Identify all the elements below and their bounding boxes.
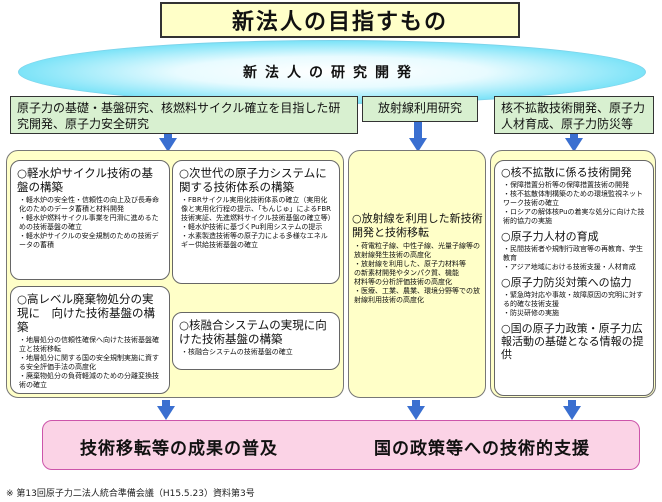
bullet-list: ・軽水炉の安全性・信頼性の向上及び長寿命化のためのデータ蓄積と材料開発 ・軽水炉…: [17, 196, 163, 250]
box-hlw-disposal: ○高レベル廃棄物処分の実現に 向けた技術基盤の構築 ・地層処分の信頼性確保へ向け…: [10, 286, 170, 394]
bullet-item: ・軽水炉技術に基づくPu利用システムの提示: [181, 223, 323, 231]
nonproliferation-content: ○核不拡散に係る技術開発 ・保障措置分析等の保障措置技術の開発 ・核不拡散体制構…: [494, 160, 654, 396]
outcome-dissemination: 技術移転等の成果の普及: [80, 439, 278, 459]
arrow-down-4: [157, 406, 175, 420]
category-basic-research: 原子力の基礎・基盤研究、核燃料サイクル確立を目指した研究開発、原子力安全研究: [10, 96, 358, 134]
bullet-list: ・保障措置分析等の保障措置技術の開発 ・核不拡散体制構築のための環境監視ネットワ…: [501, 181, 647, 226]
box-title: ○軽水炉サイクル技術の基盤の構築: [17, 166, 153, 194]
box-title: ○高レベル廃棄物処分の実現に 向けた技術基盤の構築: [17, 292, 155, 334]
bullet-item: ・地層処分に関する国の安全規制実施に資する安全評価手法の高度化: [19, 354, 159, 371]
box-title: ○次世代の原子力システムに関する技術体系の構築: [179, 166, 327, 194]
section-policy-info: ○国の原子力政策・原子力広報活動の基礎となる情報の提供: [501, 322, 647, 361]
bullet-list: ・FBRサイクル実用化技術体系の確立（実用化像と実用化行程の提示、「もんじゅ」に…: [179, 196, 335, 250]
arrow-down-5: [407, 406, 425, 420]
box-next-gen-system: ○次世代の原子力システムに関する技術体系の構築 ・FBRサイクル実用化技術体系の…: [172, 160, 340, 284]
bullet-item: ・荷電粒子線、中性子線、光量子線等の放射線発生技術の高度化: [354, 242, 480, 259]
box-title: ○核融合システムの実現に向けた技術基盤の構築: [179, 318, 327, 346]
radiation-content: ○放射線を利用した新技術開発と技術移転 ・荷電粒子線、中性子線、光量子線等の放射…: [352, 212, 484, 382]
bullet-item: ・軽水炉サイクルの安全規制のための技術データの蓄積: [19, 232, 159, 249]
bullet-list: ・荷電粒子線、中性子線、光量子線等の放射線発生技術の高度化 ・放射線を利用した、…: [352, 242, 484, 305]
bullet-item: 材料等の分析評価技術の高度化: [354, 278, 452, 286]
bullet-item: ・医療、工業、農業、環境分野等での放射線利用技術の高度化: [354, 287, 480, 304]
research-ellipse: [18, 40, 646, 104]
bullet-item: ・緊急時対応や事故・故障原因の究明に対する的確な技術支援: [503, 291, 643, 308]
bullet-item: ・廃棄物処分の負荷軽減のための分離変換技術の確立: [19, 372, 159, 389]
bullet-item: ・地層処分の信頼性確保へ向けた技術基盤確立と技術移転: [19, 336, 159, 353]
bullet-list: ・緊急時対応や事故・故障原因の究明に対する的確な技術支援 ・防災研修の実施: [501, 291, 647, 318]
bullet-item: ・民間技術者や規制行政官等の再教育、学生教育: [503, 245, 643, 262]
outcome-band: [42, 420, 640, 470]
ellipse-label: 新法人の研究開発: [243, 65, 419, 81]
arrow-stem-6: [568, 400, 576, 408]
bullet-list: ・地層処分の信頼性確保へ向けた技術基盤確立と技術移転 ・地層処分に関する国の安全…: [17, 336, 163, 390]
footnote: ※ 第13回原子力二法人統合準備会議（H15.5.23）資料第3号: [6, 489, 255, 499]
arrow-stem-1: [164, 134, 172, 140]
bullet-item: ・核不拡散体制構築のための環境監視ネットワーク技術の確立: [503, 190, 643, 207]
arrow-stem-5: [412, 400, 420, 408]
section-title: ○核不拡散に係る技術開発: [501, 166, 632, 179]
bullet-item: ・軽水炉の安全性・信頼性の向上及び長寿命化のためのデータ蓄積と材料開発: [19, 196, 159, 213]
arrow-stem-4: [162, 400, 170, 408]
bullet-item: ・ロシアの解体核Puの着実な処分に向けた技術的協力の実施: [503, 208, 645, 225]
outcome-policy-support: 国の政策等への技術的支援: [374, 439, 590, 459]
bullet-item: ・FBRサイクル実用化技術体系の確立（実用化像と実用化行程の提示、「もんじゅ」に…: [181, 196, 335, 222]
section-title: ○国の原子力政策・原子力広報活動の基礎となる情報の提供: [501, 322, 644, 361]
box-title: ○放射線を利用した新技術開発と技術移転: [352, 212, 483, 239]
bullet-item: ・アジア地域における技術支援・人材育成: [503, 263, 636, 271]
page-title: 新法人の目指すもの: [160, 2, 520, 38]
bullet-list: ・核融合システムの技術基盤の確立: [179, 348, 333, 357]
category-radiation: 放射線利用研究: [362, 96, 478, 122]
bullet-item: の新素材開発やタンパク質、機能: [354, 269, 459, 277]
category-nonproliferation: 核不拡散技術開発、原子力人材育成、原子力防災等: [494, 96, 654, 134]
section-title: ○原子力防災対策への協力: [501, 276, 632, 289]
arrow-down-6: [563, 406, 581, 420]
bullet-item: ・軽水炉燃料サイクル事業を円滑に進めるための技術基盤の確立: [19, 214, 159, 231]
section-nonproliferation-tech: ○核不拡散に係る技術開発 ・保障措置分析等の保障措置技術の開発 ・核不拡散体制構…: [501, 166, 647, 226]
arrow-down-2: [409, 138, 427, 152]
section-disaster-prevention: ○原子力防災対策への協力 ・緊急時対応や事故・故障原因の究明に対する的確な技術支…: [501, 276, 647, 318]
box-lwr-cycle: ○軽水炉サイクル技術の基盤の構築 ・軽水炉の安全性・信頼性の向上及び長寿命化のた…: [10, 160, 170, 280]
arrow-down-3: [565, 138, 583, 152]
bullet-item: ・保障措置分析等の保障措置技術の開発: [503, 181, 629, 189]
section-title: ○原子力人材の育成: [501, 230, 599, 243]
bullet-item: ・放射線を利用した、原子力材料等: [354, 260, 466, 268]
section-human-resources: ○原子力人材の育成 ・民間技術者や規制行政官等の再教育、学生教育 ・アジア地域に…: [501, 230, 647, 272]
arrow-stem-2: [414, 122, 422, 140]
bullet-item: ・核融合システムの技術基盤の確立: [181, 348, 293, 356]
column-radiation: [348, 150, 486, 398]
box-fusion: ○核融合システムの実現に向けた技術基盤の構築 ・核融合システムの技術基盤の確立: [172, 312, 340, 370]
bullet-item: ・防災研修の実施: [503, 309, 559, 317]
arrow-stem-3: [570, 134, 578, 140]
bullet-item: ・水素製造技術等の原子力による多様なエネルギー供給技術基盤の確立: [181, 232, 328, 249]
arrow-down-1: [159, 138, 177, 152]
bullet-list: ・民間技術者や規制行政官等の再教育、学生教育 ・アジア地域における技術支援・人材…: [501, 245, 647, 272]
